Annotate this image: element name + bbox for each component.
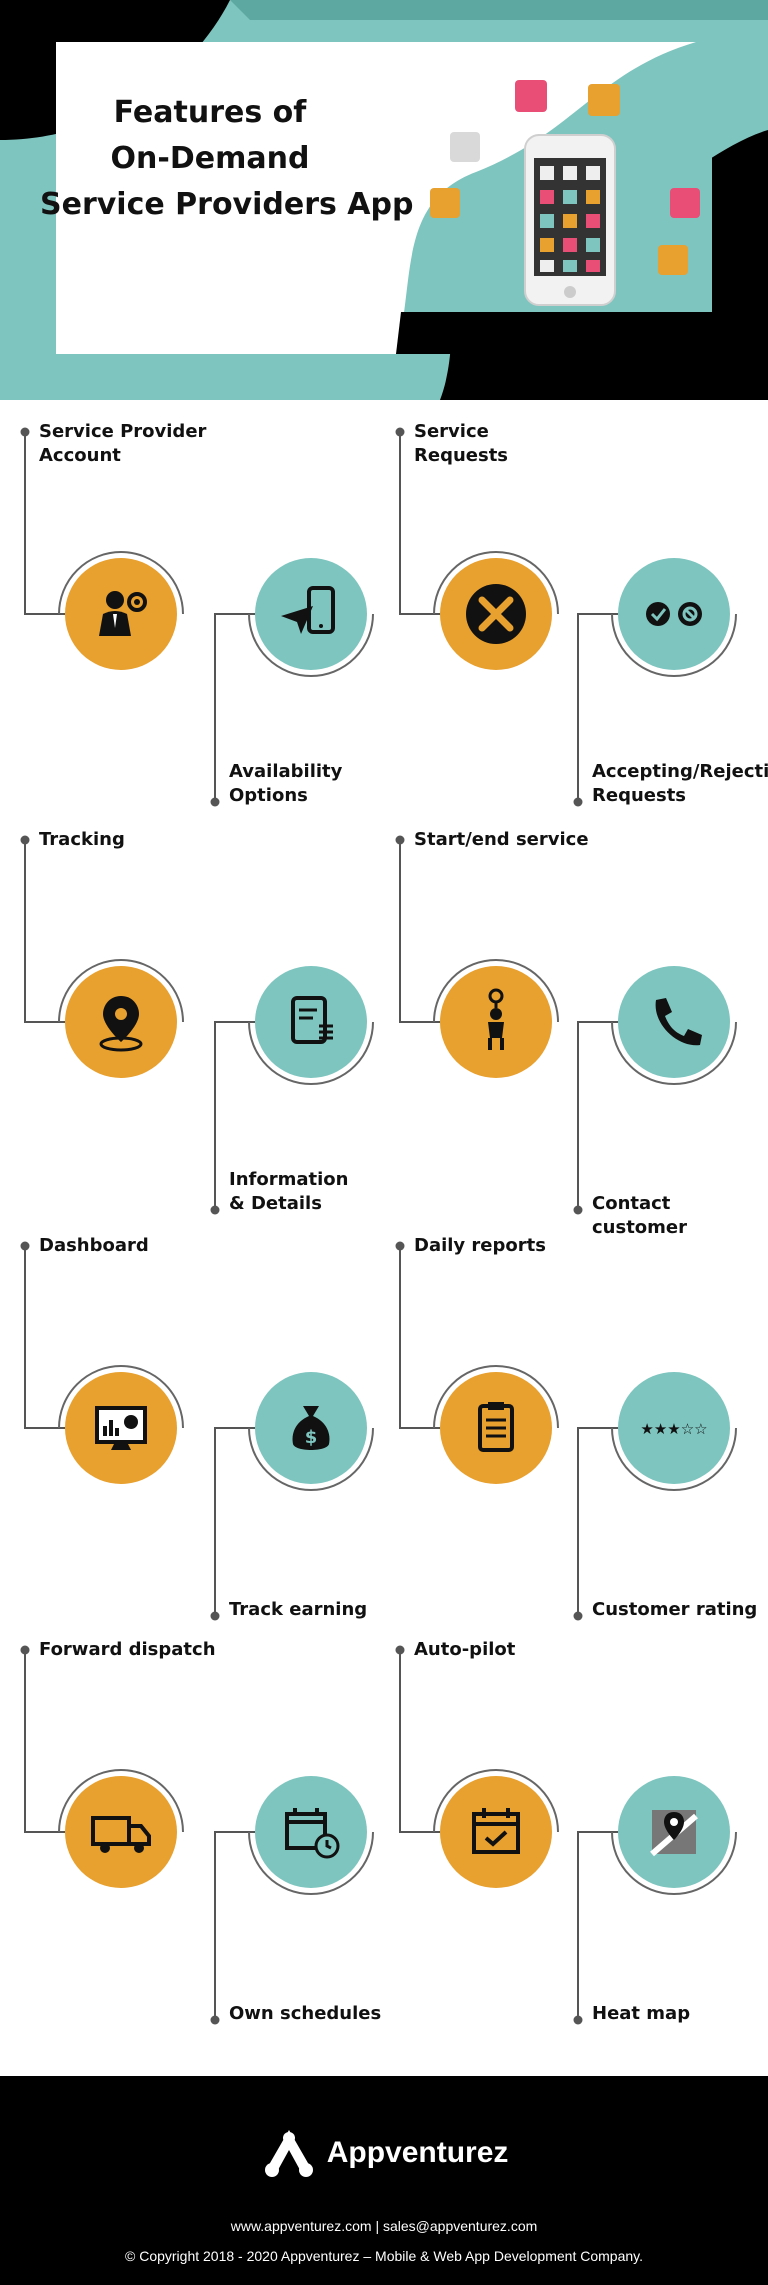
brand-name: Appventurez — [326, 2136, 509, 2169]
circle-arc — [248, 613, 374, 677]
connector-line — [399, 1650, 440, 1833]
app-grid — [540, 166, 600, 272]
calendar-clock-icon — [285, 1808, 340, 1859]
map-pin-icon — [650, 1810, 698, 1857]
monitor-chart-icon — [95, 1406, 147, 1450]
connector-line — [399, 1246, 440, 1429]
money-bag-icon: $ — [292, 1406, 330, 1450]
brand-logo: Appventurez — [0, 2128, 768, 2178]
connector-line — [24, 432, 65, 615]
feature-circle — [440, 1372, 552, 1484]
feature-label: Forward dispatch — [39, 1639, 216, 1660]
feature-label: Heat map — [592, 2003, 691, 2024]
circle-arc — [58, 1769, 184, 1833]
feature-circle — [440, 558, 552, 670]
circle-arc — [433, 959, 559, 1023]
accept-reject-icon — [646, 602, 702, 626]
feature-label: Track earning — [229, 1599, 368, 1620]
circle-arc — [433, 1365, 559, 1429]
feature-label: Own schedules — [229, 2003, 382, 2024]
tools-icon — [466, 584, 526, 644]
feature-circle — [65, 966, 177, 1078]
feature-circle — [65, 1776, 177, 1888]
circle-arc — [611, 1831, 737, 1895]
circle-arc — [248, 1021, 374, 1085]
page-title: Features of On-Demand Service Providers … — [40, 90, 414, 228]
circle-arc — [248, 1831, 374, 1895]
svg-text:$: $ — [305, 1427, 318, 1448]
feature-circle — [65, 1372, 177, 1484]
feature-circle: ★★★☆☆ — [618, 1372, 730, 1484]
appventurez-logo-icon — [264, 2130, 313, 2177]
phone-send-icon — [281, 586, 335, 634]
footer: Appventurez www.appventurez.com | sales@… — [0, 2076, 768, 2285]
title-line-2: On-Demand — [110, 141, 310, 176]
circle-arc — [58, 1365, 184, 1429]
title-line-1: Features of — [113, 95, 307, 130]
circle-arc — [611, 1021, 737, 1085]
header-banner: Features of On-Demand Service Providers … — [0, 0, 768, 400]
feature-circle: $ — [255, 1372, 367, 1484]
circle-arc — [433, 1769, 559, 1833]
connector-line — [577, 1831, 618, 2020]
svg-text:★★★☆☆: ★★★☆☆ — [640, 1420, 707, 1438]
connector-line — [577, 1021, 618, 1210]
contact-line[interactable]: www.appventurez.com | sales@appventurez.… — [230, 2218, 538, 2234]
feature-circle — [618, 1776, 730, 1888]
connector-line — [24, 1246, 65, 1429]
feature-label: Tracking — [39, 829, 125, 850]
document-list-icon — [291, 996, 333, 1044]
connector-line — [214, 1831, 255, 2020]
circle-arc — [58, 551, 184, 615]
feature-circle — [255, 1776, 367, 1888]
feature-circle — [65, 558, 177, 670]
connector-line — [399, 432, 440, 615]
calendar-check-icon — [472, 1808, 520, 1854]
feature-circle — [618, 558, 730, 670]
feature-label: Information & Details — [229, 1169, 349, 1214]
feature-circle — [255, 558, 367, 670]
connector-line — [399, 840, 440, 1023]
copyright-line: © Copyright 2018 - 2020 Appventurez – Mo… — [125, 2248, 643, 2264]
title-line-3: Service Providers App — [40, 187, 414, 222]
feature-label: Service Requests — [414, 421, 509, 466]
circle-arc — [611, 613, 737, 677]
connector-line — [214, 613, 255, 802]
feature-circle — [440, 966, 552, 1078]
circle-arc — [58, 959, 184, 1023]
feature-label: Contact customer — [592, 1193, 688, 1238]
feature-circle — [440, 1776, 552, 1888]
feature-label: Start/end service — [414, 829, 589, 850]
circle-arc — [611, 1427, 737, 1491]
phone-apps-illustration — [430, 80, 700, 306]
business-person-gear-icon — [99, 591, 147, 636]
feature-label: Service Provider Account — [39, 421, 207, 466]
location-pin-icon — [99, 996, 143, 1052]
connector-line — [577, 1427, 618, 1616]
connector-line — [24, 1650, 65, 1833]
feature-label: Accepting/Rejecting Requests — [592, 761, 768, 806]
connector-line — [214, 1427, 255, 1616]
feature-label: Auto-pilot — [414, 1639, 516, 1660]
feature-label: Daily reports — [414, 1235, 546, 1256]
person-clock-icon — [488, 988, 504, 1050]
clipboard-icon — [478, 1402, 514, 1452]
phone-icon — [655, 998, 702, 1046]
floating-app-icons — [430, 80, 700, 278]
truck-icon — [91, 1816, 151, 1853]
circle-arc — [433, 551, 559, 615]
feature-label: Availability Options — [229, 761, 343, 806]
feature-label: Customer rating — [592, 1599, 758, 1620]
feature-label: Dashboard — [39, 1235, 149, 1256]
circle-arc — [248, 1427, 374, 1491]
connector-line — [214, 1021, 255, 1210]
feature-circle — [255, 966, 367, 1078]
connector-line — [577, 613, 618, 802]
connector-line — [24, 840, 65, 1023]
feature-circle — [618, 966, 730, 1078]
connector-lines — [20, 427, 737, 2025]
star-rating-icon: ★★★☆☆ — [640, 1420, 707, 1438]
